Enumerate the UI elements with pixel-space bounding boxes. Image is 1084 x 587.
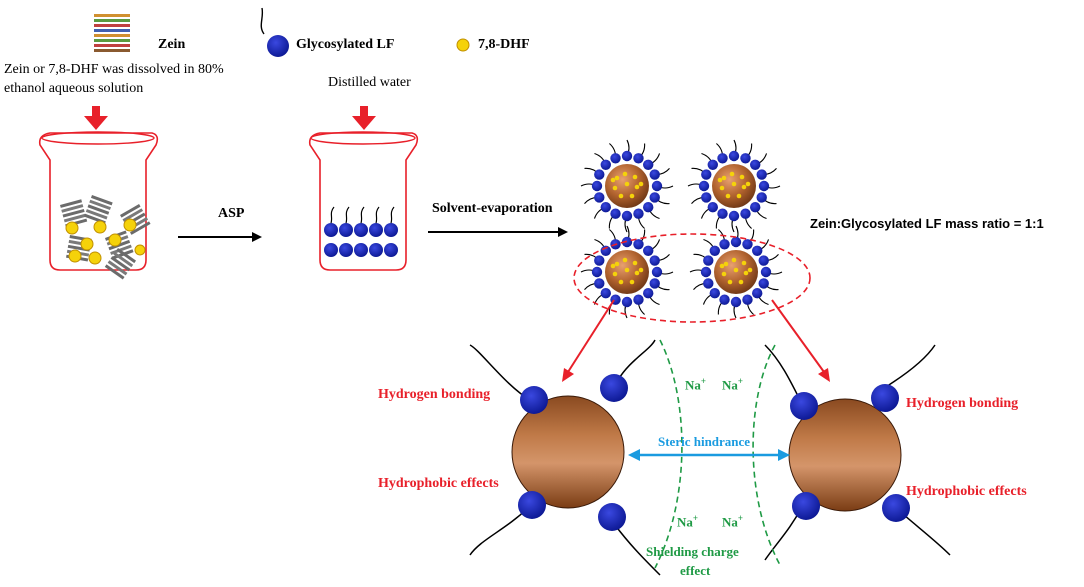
step1-caption-line2: ethanol aqueous solution (4, 81, 144, 96)
solvent-evaporation-label: Solvent-evaporation (432, 201, 553, 216)
step2-caption: Distilled water (328, 75, 411, 90)
na-ion-label: Na+ (677, 513, 699, 530)
legend-lf-icon (260, 7, 289, 57)
nanoparticle (580, 139, 674, 233)
na-ion-label: Na+ (722, 376, 744, 393)
arrow-into-beaker2 (352, 106, 376, 130)
hydrophobic-effects-right: Hydrophobic effects (906, 484, 1027, 499)
na-ion-label: Na+ (722, 513, 744, 530)
beaker2-chains (330, 206, 395, 224)
nanoparticle (689, 225, 783, 319)
hydrophobic-effects-left: Hydrophobic effects (378, 476, 499, 491)
shielding-boundary (654, 339, 781, 569)
legend-zein-icon (94, 14, 130, 52)
shielding-charge-line1: Shielding charge (646, 544, 739, 559)
hydrogen-bonding-right: Hydrogen bonding (906, 396, 1019, 411)
hydrogen-bonding-left: Hydrogen bonding (378, 387, 491, 402)
nanoparticle-cluster (580, 139, 783, 319)
legend-dhf-icon (456, 38, 470, 52)
large-particle-left (469, 339, 661, 576)
na-ion-label: Na+ (685, 376, 707, 393)
pointer-arrow-left (562, 299, 615, 382)
selection-ellipse (573, 233, 811, 323)
arrow-into-beaker1 (84, 106, 108, 130)
steric-hindrance-label: Steric hindrance (658, 434, 751, 449)
asp-label: ASP (218, 206, 245, 221)
arrow-asp (178, 232, 262, 242)
beaker2-lf-layer (324, 223, 398, 257)
shielding-charge-line2: effect (680, 563, 711, 578)
steric-double-arrow (628, 449, 790, 461)
arrow-solvent-evaporation (428, 227, 568, 237)
beaker-ethanol (38, 131, 159, 271)
legend-zein-label: Zein (158, 37, 186, 52)
legend-dhf-label: 7,8-DHF (478, 37, 530, 52)
nanoparticle (580, 225, 674, 319)
ratio-label: Zein:Glycosylated LF mass ratio = 1:1 (810, 216, 1044, 231)
legend-lf-label: Glycosylated LF (296, 37, 395, 52)
large-particle-right (764, 344, 951, 561)
nanoparticle (687, 139, 781, 233)
pointer-arrow-right (771, 299, 830, 382)
beaker1-particles (60, 195, 151, 280)
step1-caption-line1: Zein or 7,8-DHF was dissolved in 80% (4, 62, 224, 77)
